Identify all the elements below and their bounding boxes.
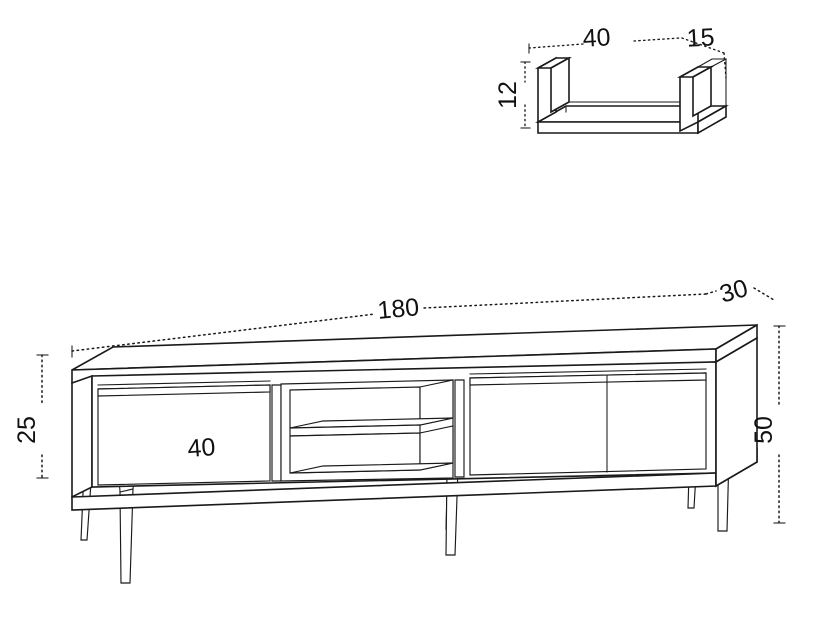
shelf-height-label: 12 xyxy=(494,81,522,109)
cabinet-left-side-panel xyxy=(71,374,93,499)
shelf-depth-label: 15 xyxy=(686,23,715,52)
total-height-label: 50 xyxy=(750,416,778,444)
door-left-top-reveal xyxy=(97,380,271,386)
wall-shelf-body xyxy=(534,56,730,135)
divider-left xyxy=(271,384,282,482)
shelf-left-upright-inner-bottom-edge xyxy=(550,101,570,113)
door-left-panel xyxy=(97,384,271,486)
stand-depth-dimline-b xyxy=(753,287,775,301)
stand-width-dimline-right xyxy=(423,293,707,309)
stand-depth-label: 30 xyxy=(717,274,751,309)
shelf-width-dimline-right xyxy=(633,37,681,42)
door-right-pair-panel xyxy=(469,372,707,476)
door-width-label: 40 xyxy=(187,433,217,463)
shelf-right-upright-back-top-edge xyxy=(697,58,727,68)
shelf-dimension-lines xyxy=(520,37,727,129)
wall-shelf-group: 40 15 12 xyxy=(494,23,730,135)
leg-front-left xyxy=(119,488,134,584)
shelf-width-label: 40 xyxy=(582,23,611,52)
door-left-handle-groove xyxy=(97,384,271,397)
shelf-base-right-face xyxy=(697,104,727,135)
stand-depth-dimline-a xyxy=(705,290,717,295)
divider-right xyxy=(454,379,465,478)
shelf-right-upright-back-edge xyxy=(710,58,727,107)
stand-width-dimline-left xyxy=(71,313,376,352)
open-bay-floor xyxy=(289,462,454,474)
tv-stand-body xyxy=(71,323,758,511)
door-right-top-reveal xyxy=(469,368,707,375)
shelf-right-upright-outer-face xyxy=(692,65,712,118)
leg-front-middle xyxy=(445,467,459,556)
tv-stand-group: 180 30 25 50 40 xyxy=(13,274,786,584)
cabinet-height-label: 25 xyxy=(13,416,41,444)
cabinet-right-side-panel xyxy=(715,336,758,488)
stand-width-label: 180 xyxy=(376,293,420,325)
shelf-base-front-face xyxy=(537,121,699,134)
shelf-width-dimline-left xyxy=(528,43,584,49)
door-right-handle-groove xyxy=(469,372,707,386)
